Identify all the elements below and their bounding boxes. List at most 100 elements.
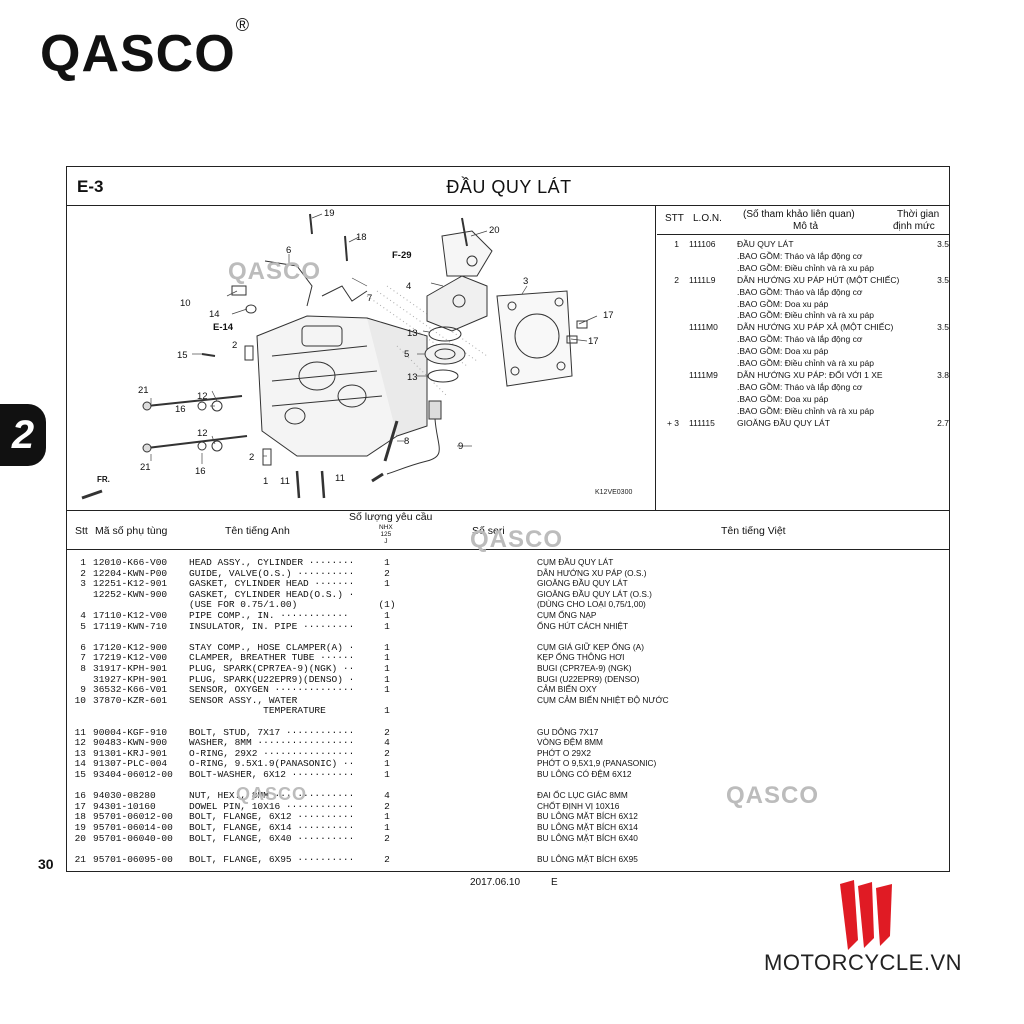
part-english-name: INSULATOR, IN. PIPE ········· [189, 620, 355, 632]
part-code: 17119-KWN-710 [93, 620, 168, 632]
part-quantity: 1 [384, 684, 390, 696]
part-vietnamese-name: CẢM BIẾN OXY [537, 684, 597, 695]
callout-label: 15 [177, 350, 188, 361]
parts-header-serial: Số seri [472, 525, 505, 537]
labor-lon: 111115 [689, 417, 715, 428]
part-stt: 21 [74, 853, 86, 865]
motorcycle-logo-mark [840, 880, 892, 950]
labor-desc: .BAO GỒM: Doa xu páp [737, 393, 829, 404]
ref-header-time: Thời gian [897, 209, 940, 220]
part-code: 93404-06012-00 [93, 769, 173, 780]
part-code: 95701-06014-00 [93, 822, 173, 833]
watermark: QASCO [228, 258, 322, 285]
part-quantity: 2 [384, 747, 390, 759]
part-code: 90004-KGF-910 [93, 726, 168, 738]
callout-label: 13 [407, 328, 418, 339]
section-title: ĐẦU QUY LÁT [446, 177, 572, 197]
callout-label: 2 [232, 340, 237, 351]
callout-label: 11 [335, 473, 345, 484]
watermark: QASCO [726, 782, 820, 809]
site-logo-text: MOTORCYCLE.VN [764, 950, 963, 975]
callout-label: 21 [140, 462, 151, 473]
callout-label: 12 [197, 391, 208, 402]
watermark: QASCO [236, 784, 308, 804]
part-code: 36532-K66-V01 [93, 684, 168, 696]
labor-desc: DẪN HƯỚNG XU PÁP HÚT (MỘT CHIẾC) [737, 274, 900, 285]
part-code: 12010-K66-V00 [93, 557, 168, 568]
gasket-drawing [496, 290, 573, 387]
part-code: 94301-10160 [93, 800, 156, 812]
part-english-name: BOLT, FLANGE, 6X12 ·········· [189, 811, 355, 823]
part-stt: 1 [80, 557, 86, 568]
part-stt: 18 [74, 811, 86, 823]
part-quantity: (1) [378, 599, 396, 611]
callout-label: 17 [588, 336, 599, 347]
part-english-name: SENSOR ASSY., WATER [189, 694, 298, 706]
labor-desc: .BAO GỒM: Tháo và lắp động cơ [737, 286, 863, 297]
parts-row: (USE FOR 0.75/1.00)(1)(DÙNG CHO LOẠI 0,7… [67, 599, 949, 610]
part-code: 90483-KWN-900 [93, 737, 168, 749]
part-vietnamese-name: ĐAI ỐC LỤC GIÁC 8MM [537, 790, 628, 801]
part-stt: 10 [74, 694, 86, 706]
part-stt: 13 [74, 747, 86, 759]
labor-time: 3.5 [937, 322, 949, 333]
part-vietnamese-name: VÒNG ĐỆM 8MM [537, 737, 603, 748]
chapter-tab: 2 [0, 404, 46, 466]
part-quantity: 1 [384, 769, 390, 780]
part-english-name: DOWEL PIN, 10X16 ············ [189, 800, 355, 812]
ref-header-desc: Mô tả [793, 221, 819, 232]
part-english-name: GUIDE, VALVE(O.S.) ·········· [189, 567, 355, 579]
labor-stt: + 3 [666, 417, 679, 428]
intake-pipe-drawing [426, 230, 493, 332]
exploded-parts-diagram: 20 19 6 18 F-29 4 3 7 10 14 13 17 E-14 5… [81, 208, 632, 500]
labor-time: 3.8 [937, 369, 949, 380]
part-vietnamese-name: PHỚT O 9,5X1,9 (PANASONIC) [537, 758, 657, 769]
callout-label: 16 [175, 404, 186, 415]
part-quantity: 2 [384, 832, 390, 844]
part-english-name: GASKET, CYLINDER HEAD(O.S.) · [189, 588, 355, 600]
part-english-name: STAY COMP., HOSE CLAMPER(A) · [189, 641, 355, 653]
callout-label: 6 [286, 245, 291, 256]
cylinder-head-drawing [256, 315, 428, 457]
part-code: 95701-06040-00 [93, 832, 173, 844]
part-english-name: SENSOR, OXYGEN ·············· [189, 684, 355, 696]
divider [657, 234, 949, 235]
part-vietnamese-name: CỤM CẢM BIẾN NHIỆT ĐỘ NƯỚC [537, 694, 669, 705]
callout-label: F-29 [392, 250, 412, 261]
part-quantity: 1 [384, 758, 390, 770]
labor-lon: 1111M0 [689, 322, 718, 333]
part-code: 17120-K12-900 [93, 641, 168, 653]
part-quantity: 4 [384, 790, 390, 802]
brand-logo: QASCO® [40, 15, 250, 84]
part-code: 37870-KZR-601 [93, 694, 168, 706]
part-stt: 7 [80, 652, 86, 664]
part-stt: 9 [80, 684, 86, 696]
callout-label: 21 [138, 385, 149, 396]
part-vietnamese-name: BU LÔNG CÓ ĐỆM 6X12 [537, 769, 632, 779]
part-english-name: PLUG, SPARK(CPR7EA-9)(NGK) ·· [189, 663, 355, 674]
divider [67, 205, 949, 206]
labor-desc: ĐẦU QUY LÁT [737, 239, 794, 249]
callout-label: 18 [356, 232, 367, 243]
part-vietnamese-name: GU DÔNG 7X17 [537, 726, 599, 737]
labor-desc: DẪN HƯỚNG XU PÁP XẢ (MỘT CHIẾC) [737, 322, 894, 333]
callout-label: 9 [458, 441, 463, 452]
callout-label: 10 [180, 298, 191, 309]
part-vietnamese-name: BU LÔNG MẶT BÍCH 6X95 [537, 853, 638, 864]
part-quantity: 1 [384, 652, 390, 664]
part-quantity: 1 [384, 811, 390, 823]
part-stt: 4 [80, 610, 86, 621]
part-quantity: 1 [384, 705, 390, 717]
